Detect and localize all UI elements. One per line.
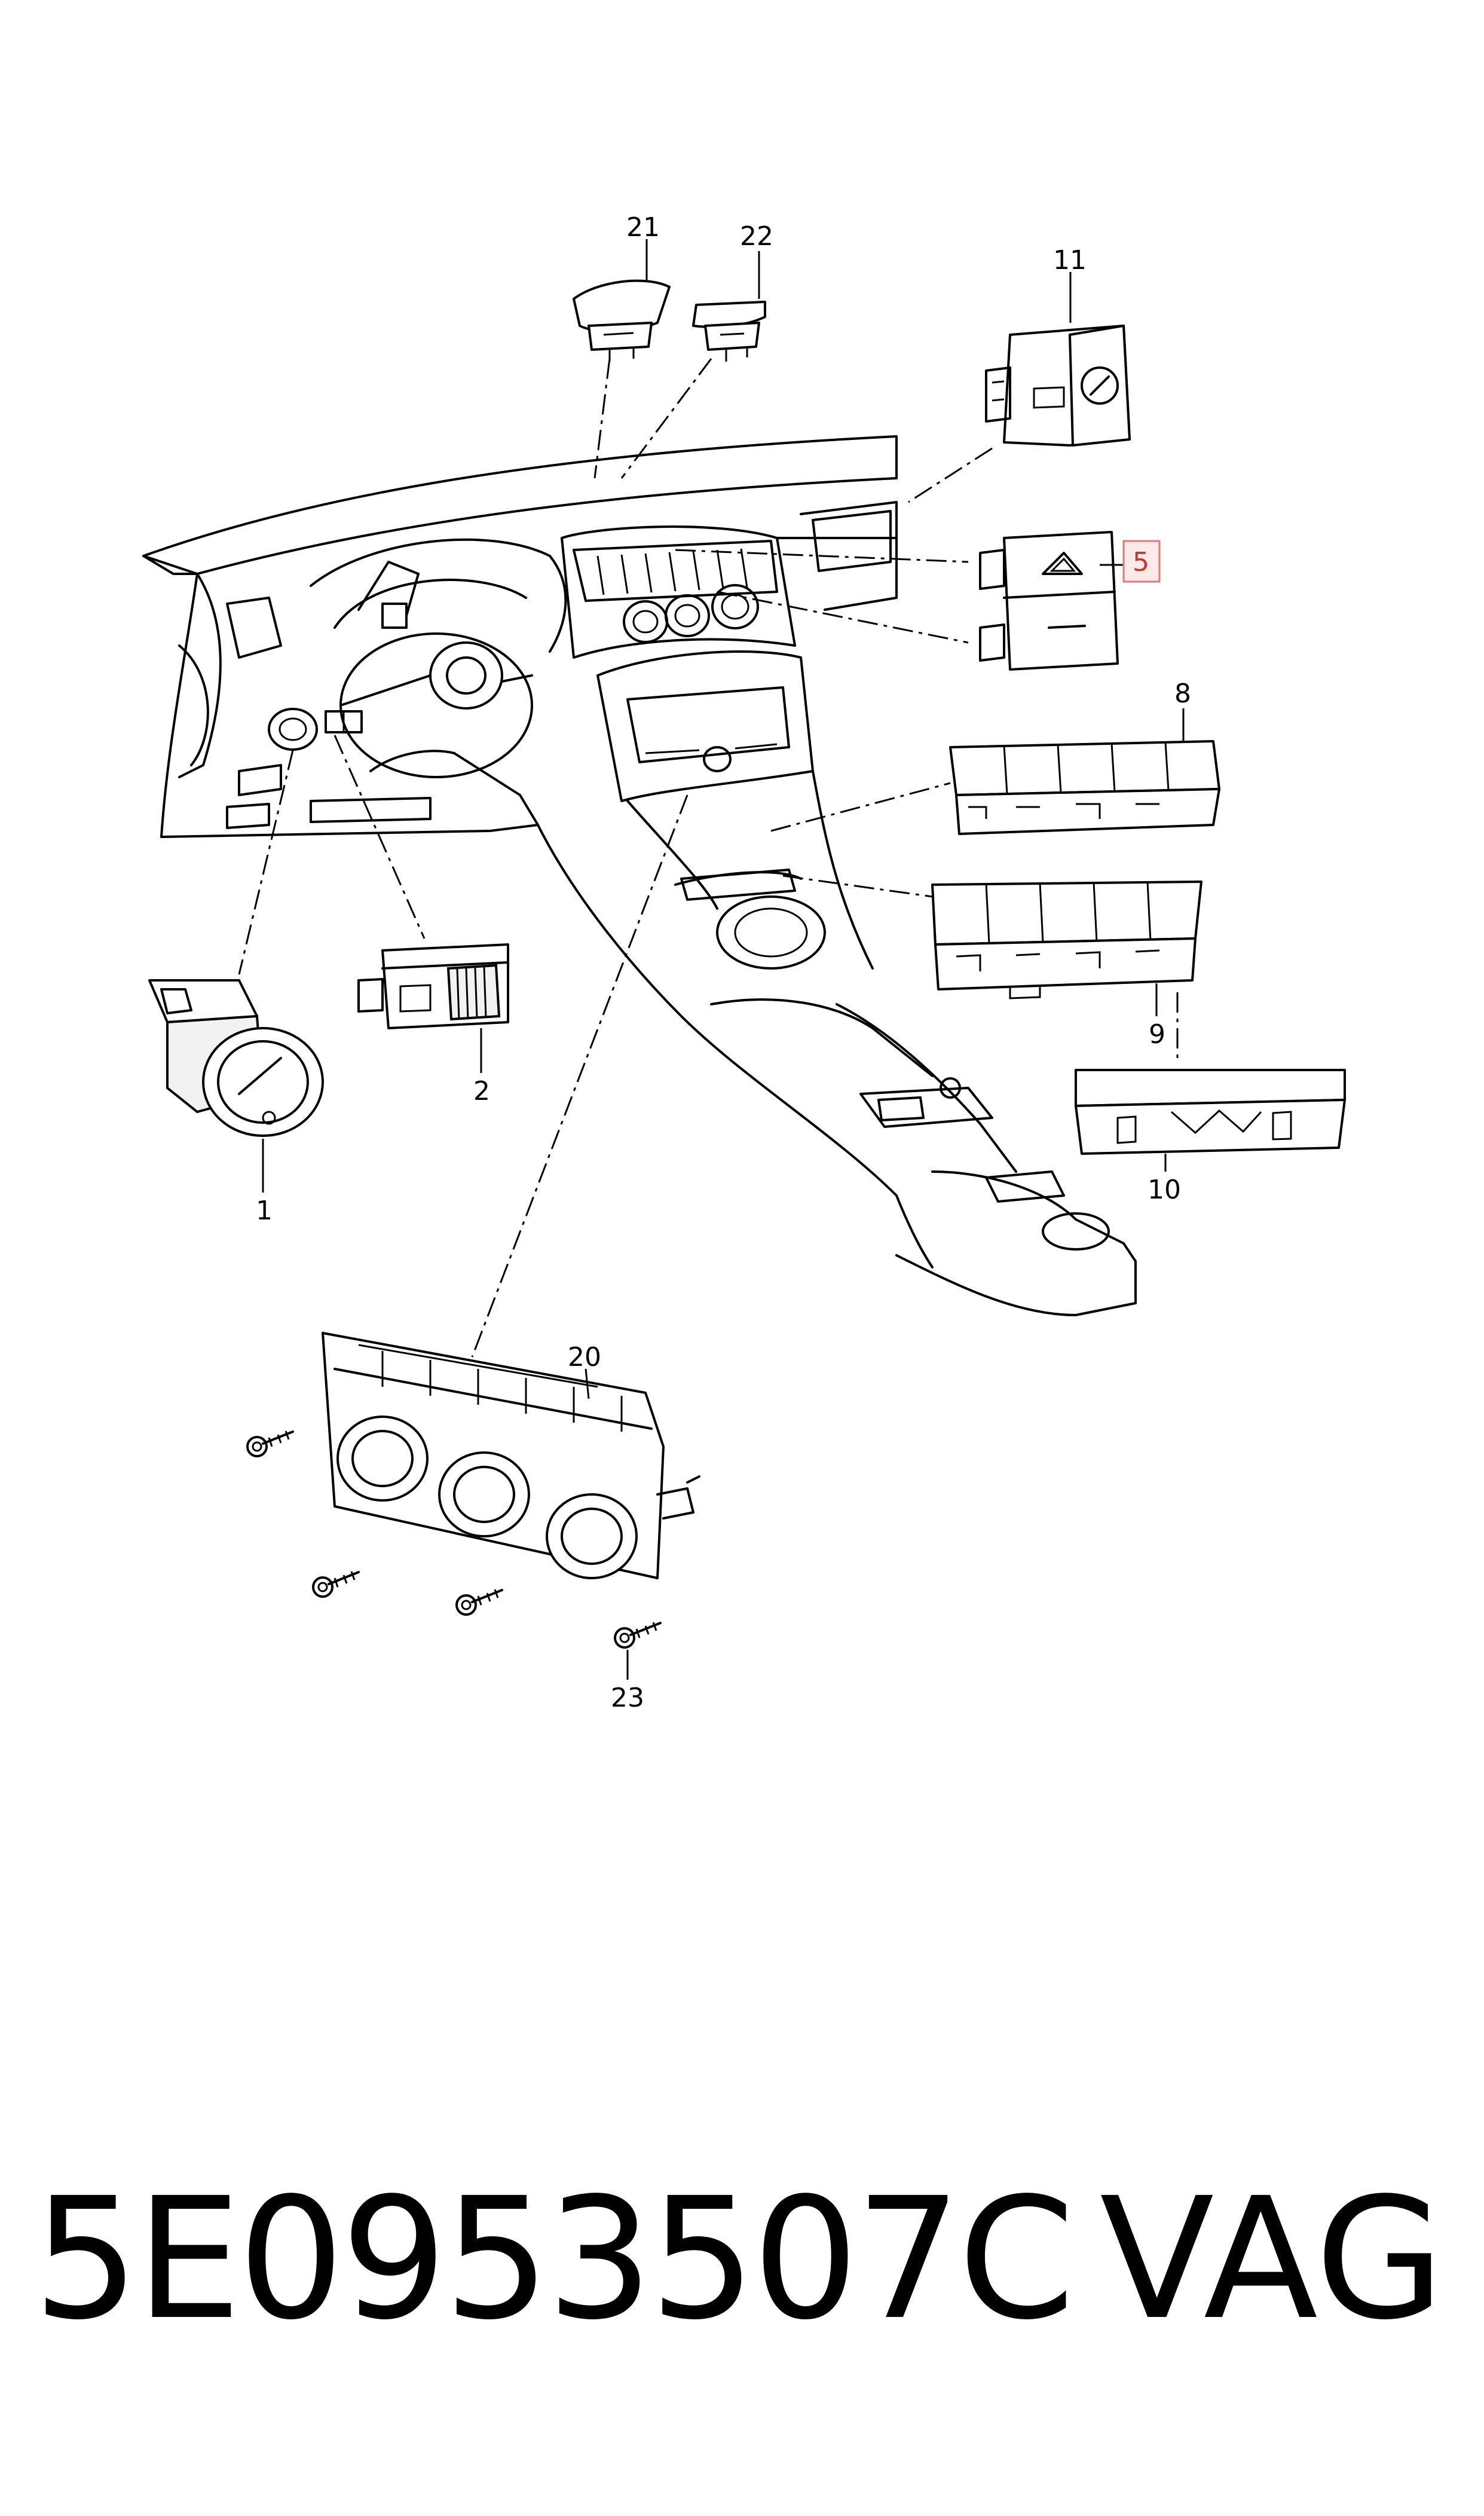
part-20-climate-control	[322, 1332, 700, 1579]
callout-5-highlight	[1122, 540, 1161, 583]
callout-23: 23	[611, 1683, 644, 1713]
part-number-label: 5E0953507C	[33, 2162, 1075, 2357]
part-9-switch-panel	[931, 881, 1203, 999]
callout-20: 20	[568, 1342, 601, 1372]
part-1-light-switch	[148, 979, 324, 1137]
dashboard-illustration	[142, 435, 1137, 1316]
callout-2: 2	[473, 1076, 490, 1106]
callout-5: 5	[1133, 547, 1149, 577]
screw-a	[246, 1430, 294, 1457]
part-8-switch-panel	[949, 740, 1220, 835]
screw-b	[312, 1571, 360, 1598]
part-10-switch-panel	[1075, 1069, 1346, 1155]
manufacturer-label: VAG	[1100, 2162, 1445, 2357]
screw-c	[455, 1589, 503, 1616]
callout-labels: 21 22 11 5 8 9 10 1 2 20 23	[256, 212, 1191, 1713]
callout-1: 1	[256, 1196, 273, 1226]
callout-11: 11	[1053, 245, 1087, 276]
part-5-hazard-switch	[979, 531, 1119, 671]
callout-22: 22	[740, 221, 773, 252]
part-22-switch	[692, 301, 766, 362]
callout-9: 9	[1149, 1019, 1165, 1050]
part-2-switch-module	[357, 943, 509, 1029]
part-21-switch	[573, 279, 671, 362]
screw-d	[614, 1622, 662, 1649]
callout-21: 21	[626, 212, 660, 243]
leader-lines	[238, 239, 1185, 1680]
part-11-switch	[985, 325, 1131, 447]
part-23-screws	[246, 1430, 662, 1649]
callout-8: 8	[1174, 678, 1191, 709]
callout-10: 10	[1148, 1175, 1181, 1205]
